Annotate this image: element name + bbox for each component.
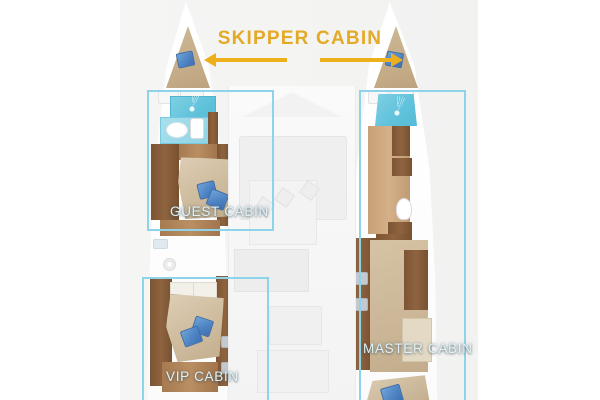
vip-cabin-label: VIP CABIN [166, 369, 239, 384]
guest-head-bulkhead [208, 112, 218, 144]
saloon-forward-window [241, 92, 343, 118]
guest-toilet [190, 118, 204, 139]
skipper-arrow-right-icon [320, 53, 403, 67]
vip-cabin-headboard-b [193, 282, 217, 298]
guest-cabin-label: GUEST CABIN [170, 204, 269, 219]
vip-cabin-floor-port [150, 278, 172, 386]
master-cabin-headboard [402, 318, 432, 362]
master-shower-drain-icon [380, 96, 414, 130]
guest-cabin-aft-step [160, 220, 220, 236]
cockpit-table [256, 349, 330, 393]
master-toilet [396, 198, 412, 220]
guest-washbasin [166, 122, 188, 138]
galley-counter [234, 249, 310, 293]
master-cabin-stbd-cabinet [404, 250, 428, 310]
boat-floorplan [120, 0, 478, 400]
master-cabin-label: MASTER CABIN [363, 341, 473, 356]
saloon-area [228, 86, 356, 400]
helm-seat [269, 305, 322, 346]
skipper-cabin-label: SKIPPER CABIN [217, 28, 383, 49]
vip-cabin-aft-locker [162, 362, 218, 392]
guest-cabin-floor-mid [179, 144, 217, 160]
guest-cabin-lamp [153, 239, 168, 249]
skipper-arrow-left-icon [204, 53, 287, 67]
guest-cabin-fan-icon [163, 258, 176, 271]
master-forward-locker [392, 126, 410, 156]
master-forward-wardrobe [392, 158, 412, 176]
guest-cabin-floor-port [151, 144, 179, 220]
